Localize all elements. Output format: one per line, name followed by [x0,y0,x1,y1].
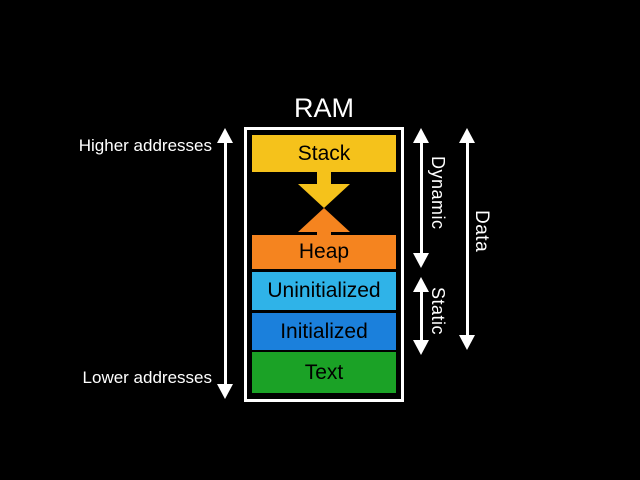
arrowhead-up-icon [459,128,475,143]
ram-box: Stack Heap Uninitialized Initialized Tex… [244,127,404,402]
arrow-shaft [419,141,423,255]
arrowhead-up-icon [413,128,429,143]
segment-initialized-label: Initialized [280,319,368,343]
growth-gap [252,172,396,235]
higher-addresses-label: Higher addresses [78,136,212,155]
arrowhead-down-icon [413,253,429,268]
segment-heap: Heap [252,235,396,269]
segment-uninitialized-label: Uninitialized [267,279,381,302]
arrow-shaft [419,290,423,342]
arrowhead-down-icon [217,384,233,399]
arrowhead-up-icon [413,277,429,292]
segment-uninitialized: Uninitialized [252,272,396,310]
stack-growth-down-arrow-icon [298,172,350,208]
dynamic-label: Dynamic [428,156,448,230]
static-span-arrow-icon [413,277,429,355]
lower-addresses-label: Lower addresses [82,368,212,387]
arrowhead-down-icon [298,184,350,208]
diagram-title: RAM [294,93,354,123]
arrowhead-up-icon [217,128,233,143]
arrow-shaft [223,141,227,386]
segment-text-label: Text [304,360,344,384]
segment-initialized: Initialized [252,313,396,350]
arrowhead-down-icon [459,335,475,350]
segment-stack-label: Stack [297,141,351,165]
heap-growth-up-arrow-icon [298,208,350,235]
arrow-stem [317,232,331,235]
address-direction-arrow-icon [217,128,233,399]
segment-heap-label: Heap [298,240,350,263]
arrow-stem [317,172,331,184]
arrowhead-down-icon [413,340,429,355]
arrow-shaft [465,141,469,337]
data-label: Data [471,210,492,253]
segment-stack: Stack [252,135,396,172]
dynamic-span-arrow-icon [413,128,429,268]
arrowhead-up-icon [298,208,350,232]
segment-text: Text [252,352,396,393]
static-label: Static [428,287,448,336]
data-span-arrow-icon [459,128,475,350]
